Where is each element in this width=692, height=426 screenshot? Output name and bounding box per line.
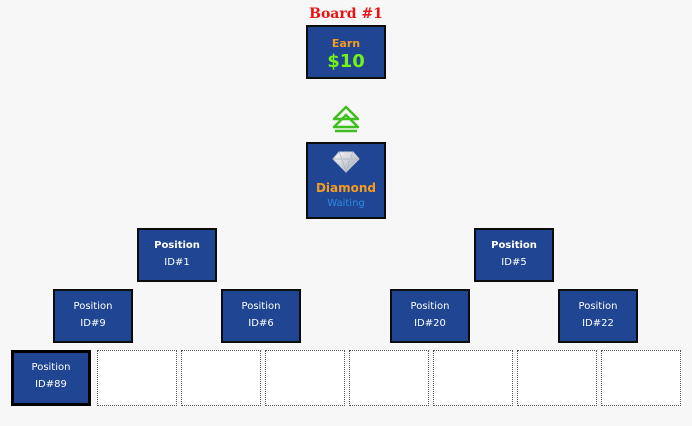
diamond-name: Diamond: [315, 181, 377, 195]
position-label: Position: [73, 301, 113, 312]
position-box[interactable]: Position ID#9: [53, 289, 133, 343]
position-label: Position: [241, 301, 281, 312]
diamond-status: Waiting: [327, 198, 365, 209]
earn-label: Earn: [331, 37, 361, 50]
position-box[interactable]: Position ID#5: [474, 228, 554, 282]
empty-slot[interactable]: [97, 350, 177, 406]
earn-box: Earn $10: [306, 25, 386, 79]
position-id: ID#22: [582, 318, 614, 329]
position-id: ID#20: [414, 318, 446, 329]
position-label: Position: [491, 240, 537, 251]
earn-amount: $10: [327, 51, 365, 72]
position-id: ID#1: [164, 257, 190, 268]
empty-slot[interactable]: [265, 350, 345, 406]
double-up-arrow-icon: [332, 105, 360, 133]
position-label: Position: [410, 301, 450, 312]
position-box[interactable]: Position ID#22: [558, 289, 638, 343]
position-box[interactable]: Position ID#6: [221, 289, 301, 343]
position-id: ID#5: [501, 257, 527, 268]
empty-slot[interactable]: [181, 350, 261, 406]
position-label: Position: [578, 301, 618, 312]
diamond-gem-icon: [332, 150, 360, 174]
position-id: ID#6: [248, 318, 274, 329]
position-label: Position: [31, 362, 71, 373]
position-box[interactable]: Position ID#1: [137, 228, 217, 282]
position-id: ID#9: [80, 318, 106, 329]
position-box-selected[interactable]: Position ID#89: [11, 350, 91, 406]
position-box[interactable]: Position ID#20: [390, 289, 470, 343]
empty-slot[interactable]: [517, 350, 597, 406]
position-label: Position: [154, 240, 200, 251]
empty-slot[interactable]: [601, 350, 681, 406]
empty-slot[interactable]: [349, 350, 429, 406]
diamond-box[interactable]: Diamond Waiting: [306, 142, 386, 219]
empty-slot[interactable]: [433, 350, 513, 406]
position-id: ID#89: [35, 379, 67, 390]
board-title: Board #1: [309, 6, 383, 22]
